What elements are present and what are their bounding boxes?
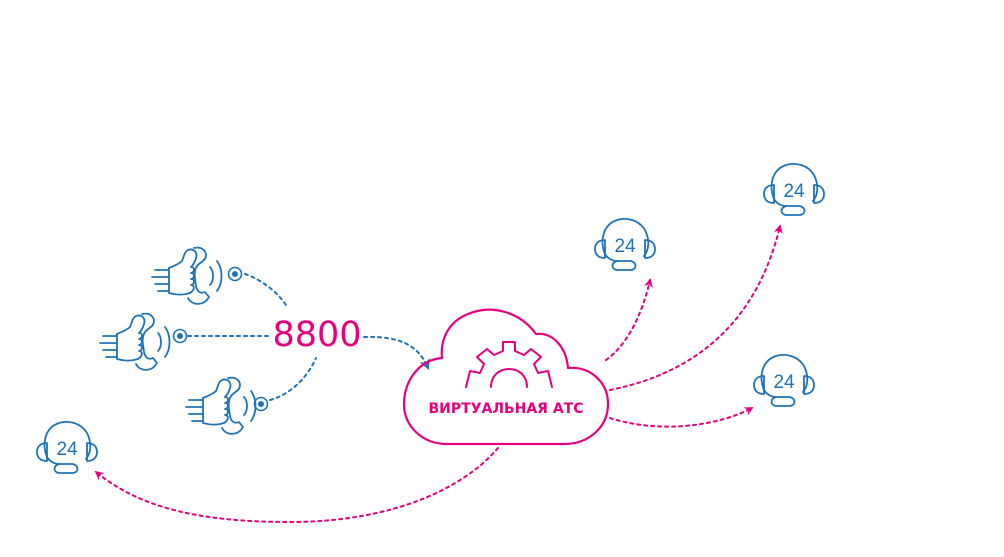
cloud-label: ВИРТУАЛЬНАЯ АТС xyxy=(429,401,584,417)
agent-label: 24 xyxy=(614,236,636,257)
agent-label: 24 xyxy=(773,372,795,393)
connector-caller-bottom xyxy=(269,357,317,401)
connector-cloud-to-agent-3 xyxy=(609,407,754,428)
cloud-icon xyxy=(402,308,610,446)
operator-headset-icon: 24 xyxy=(36,420,98,474)
agent-label: 24 xyxy=(56,439,78,460)
target-dot-icon xyxy=(227,266,243,282)
operator-headset-icon: 24 xyxy=(594,217,656,271)
connector-number-to-cloud xyxy=(363,335,430,371)
operator-headset-icon: 24 xyxy=(763,162,825,216)
gear-icon xyxy=(465,341,553,388)
operator-headset-icon: 24 xyxy=(753,353,815,407)
connector-caller-top xyxy=(244,273,289,309)
thumbs-up-phone-icon xyxy=(99,312,171,371)
connector-cloud-to-agent-4 xyxy=(94,447,499,524)
target-dot-icon xyxy=(253,396,269,412)
number-label: 8800 xyxy=(272,315,361,355)
thumbs-up-phone-icon xyxy=(185,376,257,435)
connector-cloud-to-agent-1 xyxy=(605,278,653,361)
agent-label: 24 xyxy=(783,181,805,202)
target-dot-icon xyxy=(172,328,188,344)
thumbs-up-phone-icon xyxy=(151,246,223,305)
connector-cloud-to-agent-2 xyxy=(609,224,783,391)
